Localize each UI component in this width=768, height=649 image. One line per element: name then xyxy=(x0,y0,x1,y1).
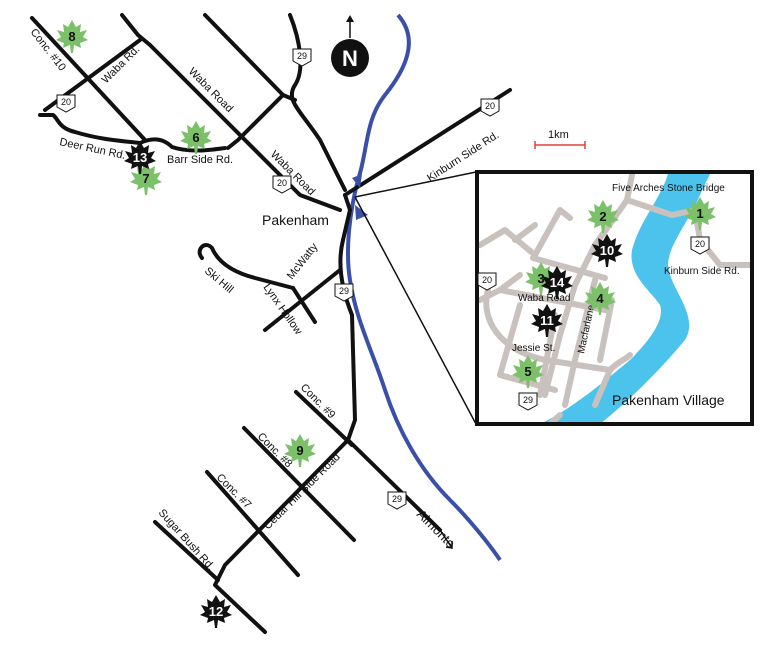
scale-label: 1km xyxy=(548,129,569,141)
inset-roads xyxy=(479,174,750,422)
label-almonte: Almonte xyxy=(414,507,458,551)
inset-pakenham-village: Five Arches Stone Bridge Kinburn Side Rd… xyxy=(475,170,754,426)
svg-text:2: 2 xyxy=(599,209,606,224)
scale-bar: 1km xyxy=(534,129,586,149)
inset-marker-4[interactable]: 4 xyxy=(584,282,616,315)
inset-kinburn-label: Kinburn Side Rd. xyxy=(664,266,740,277)
label-sugar-bush: Sugar Bush Rd. xyxy=(156,507,217,573)
inset-marker-5[interactable]: 5 xyxy=(512,355,544,388)
bridge-icon xyxy=(352,174,368,220)
marker-12[interactable]: 12 xyxy=(200,595,232,628)
svg-text:1: 1 xyxy=(696,206,703,221)
inset-shield-20-east: 20 xyxy=(695,239,705,249)
marker-13[interactable]: 13 xyxy=(124,141,156,174)
label-barr-side: Barr Side Rd. xyxy=(167,154,233,166)
svg-text:11: 11 xyxy=(540,313,554,328)
inset-jessie-label: Jessie St. xyxy=(512,343,555,354)
svg-text:9: 9 xyxy=(296,443,303,458)
svg-text:3: 3 xyxy=(537,271,544,286)
inset-marker-2[interactable]: 2 xyxy=(587,200,619,233)
river xyxy=(345,13,502,562)
svg-text:6: 6 xyxy=(192,130,199,145)
svg-text:14: 14 xyxy=(550,275,565,290)
inset-title: Pakenham Village xyxy=(612,392,725,408)
label-cedar-hill: Cedar Hill Side Road xyxy=(262,451,343,532)
label-waba-road-2: Waba Road xyxy=(268,149,317,198)
inset-waba-label: Waba Road xyxy=(518,293,570,304)
inset-river xyxy=(544,174,710,422)
svg-text:12: 12 xyxy=(209,604,223,619)
shield-20-kinburn: 20 xyxy=(485,101,495,111)
inset-bridge-label: Five Arches Stone Bridge xyxy=(612,183,725,194)
shield-29-south: 29 xyxy=(392,494,402,504)
label-conc7: Conc. #7 xyxy=(214,472,254,512)
label-mcwatty: McWatty xyxy=(285,241,321,282)
almonte-arrow-icon xyxy=(439,529,453,549)
svg-text:4: 4 xyxy=(596,291,604,306)
label-conc8: Conc. #8 xyxy=(255,431,295,471)
road-labels: Conc. #10 Waba Rd. Waba Road Waba Road D… xyxy=(28,26,502,572)
svg-text:7: 7 xyxy=(142,171,149,186)
inset-marker-11[interactable]: 11 xyxy=(531,304,563,337)
marker-6[interactable]: 6 xyxy=(180,121,212,154)
shield-20-west: 20 xyxy=(61,97,71,107)
inset-marker-1[interactable]: 1 xyxy=(684,197,716,230)
roads xyxy=(30,13,512,634)
north-arrow: N xyxy=(331,15,369,77)
inset-marker-10[interactable]: 10 xyxy=(591,234,623,267)
marker-9[interactable]: 9 xyxy=(284,434,316,467)
shield-29-mid: 29 xyxy=(339,286,349,296)
highway-shields: 29 20 20 20 29 29 xyxy=(56,48,500,510)
shield-20-waba: 20 xyxy=(277,178,287,188)
marker-8[interactable]: 8 xyxy=(56,20,88,53)
svg-text:13: 13 xyxy=(133,150,147,165)
svg-text:10: 10 xyxy=(600,243,614,258)
map-markers: 8 6 7 13 9 12 xyxy=(56,20,316,628)
inset-shield-20-west: 20 xyxy=(482,275,492,285)
town-label-pakenham: Pakenham xyxy=(262,212,329,228)
shield-29-top: 29 xyxy=(297,51,307,61)
inset-shield-29: 29 xyxy=(523,395,533,405)
svg-text:8: 8 xyxy=(68,29,75,44)
inset-marker-14[interactable]: 14 xyxy=(541,266,573,299)
inset-marker-3[interactable]: 3 xyxy=(525,262,557,295)
north-label: N xyxy=(342,46,358,71)
svg-text:5: 5 xyxy=(524,364,531,379)
marker-7[interactable]: 7 xyxy=(130,162,162,195)
